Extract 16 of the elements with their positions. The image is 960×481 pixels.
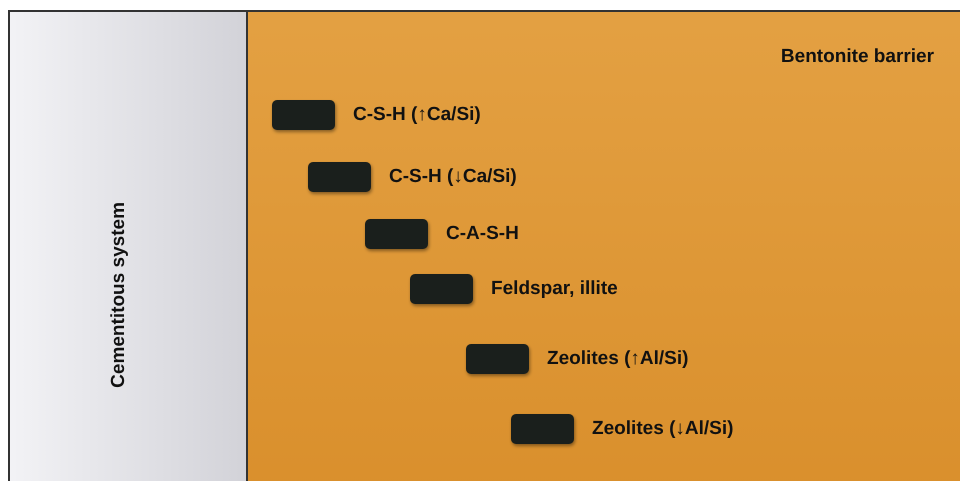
mineral-label: C-A-S-H: [446, 223, 519, 245]
mineral-label: C-S-H (↓Ca/Si): [389, 166, 517, 188]
panel-title: Cementitous system: [108, 202, 130, 388]
dark-block: [308, 162, 371, 192]
mineral-label: Zeolites (↓Al/Si): [592, 418, 734, 440]
panel-title: Bentonite barrier: [780, 46, 934, 68]
cement-panel: [8, 10, 248, 481]
dark-block: [466, 344, 529, 374]
mineral-label: Zeolites (↑Al/Si): [547, 348, 688, 370]
dark-block: [272, 100, 335, 130]
bentonite-panel: [246, 10, 960, 481]
dark-block: [365, 219, 428, 249]
mineral-label: Feldspar, illite: [491, 278, 618, 300]
dark-block: [410, 274, 473, 304]
mineral-label: C-S-H (↑Ca/Si): [353, 104, 481, 126]
dark-block: [511, 414, 574, 444]
